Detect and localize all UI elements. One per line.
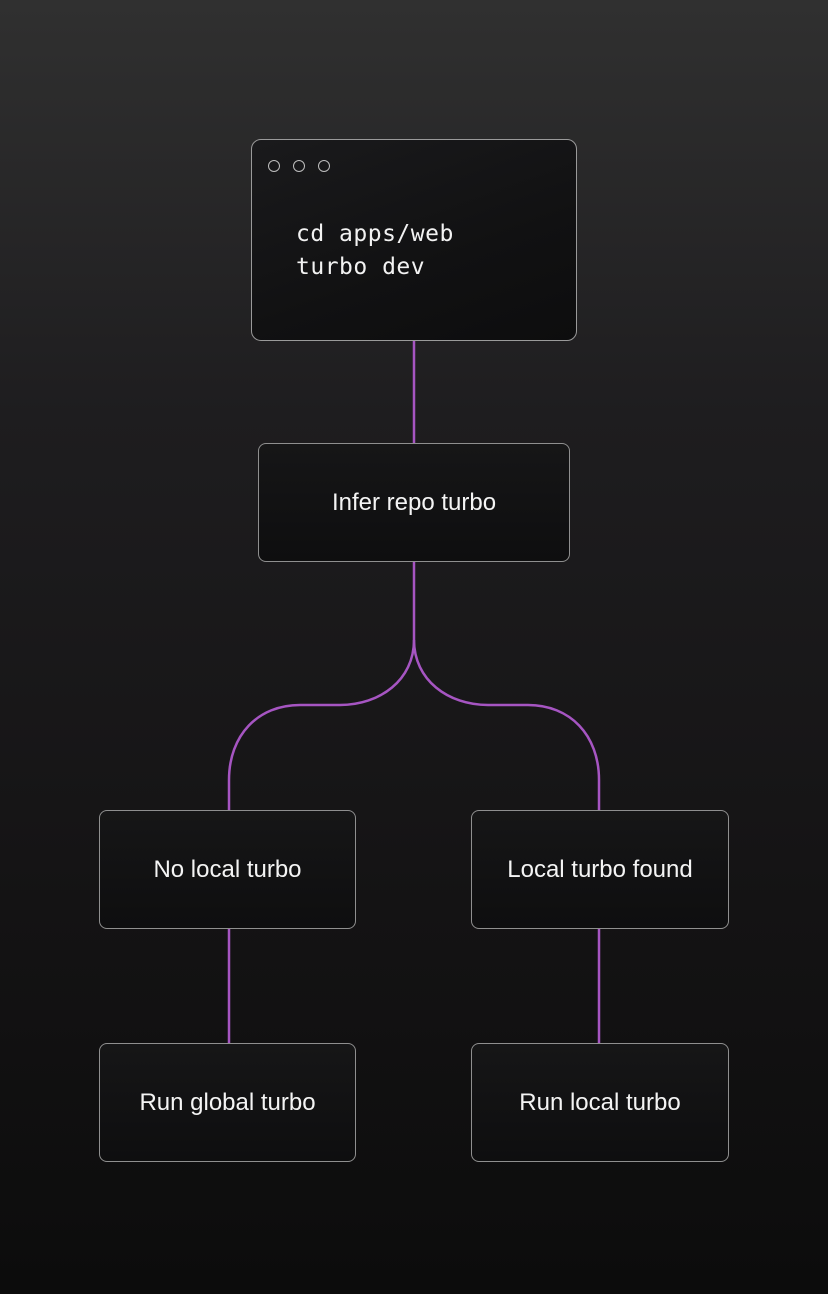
node-infer-repo-turbo: Infer repo turbo: [258, 443, 570, 562]
node-local-turbo-found: Local turbo found: [471, 810, 729, 929]
terminal-line: turbo dev: [296, 254, 426, 280]
connector-infer-to-nolocal: [227, 562, 416, 810]
connector-infer-to-local: [412, 639, 601, 810]
terminal-line: cd apps/web: [296, 221, 454, 247]
node-no-local-turbo: No local turbo: [99, 810, 356, 929]
node-run-local-turbo: Run local turbo: [471, 1043, 729, 1162]
window-dot-icon: [293, 160, 305, 172]
window-controls: [268, 160, 330, 172]
terminal-code: cd apps/web turbo dev: [296, 218, 454, 284]
window-dot-icon: [318, 160, 330, 172]
terminal-window: cd apps/web turbo dev: [251, 139, 577, 341]
window-dot-icon: [268, 160, 280, 172]
node-run-global-turbo: Run global turbo: [99, 1043, 356, 1162]
